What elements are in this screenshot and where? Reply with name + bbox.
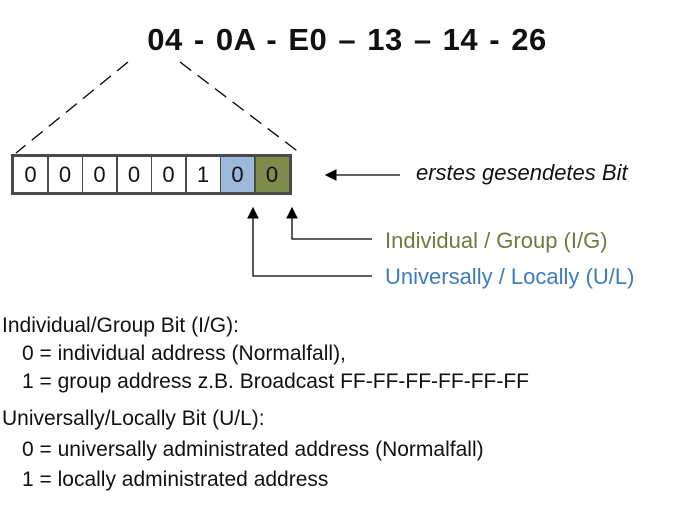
mac-address: 04 - 0A - E0 – 13 – 14 - 26	[147, 22, 547, 57]
ig-label: Individual / Group (I/G)	[385, 228, 608, 253]
ul-label: Universally / Locally (U/L)	[385, 264, 635, 289]
first-bit-label: erstes gesendetes Bit	[416, 160, 628, 185]
ig-legend-heading: Individual/Group Bit (I/G):	[2, 314, 239, 337]
bit-4: 0	[117, 157, 151, 192]
bit-field: 0 0 0 0 0 1 0 0	[11, 154, 292, 195]
bit-3: 0	[152, 157, 185, 192]
expansion-dashed-line-right	[179, 61, 301, 154]
ig-legend-line-0: 0 = individual address (Normalfall),	[22, 342, 346, 365]
ig-pointer-line	[286, 206, 372, 240]
ul-legend-line-1: 1 = locally administrated address	[22, 468, 329, 491]
ig-legend-line-1: 1 = group address z.B. Broadcast FF-FF-F…	[22, 370, 529, 393]
ul-pointer-line	[247, 206, 372, 277]
bit-5: 0	[83, 157, 116, 192]
bit-ig: 0	[255, 157, 289, 192]
expansion-dashed-line-left	[15, 61, 129, 154]
ul-legend-heading: Universally/Locally Bit (U/L):	[2, 407, 265, 430]
ul-legend-line-0: 0 = universally administrated address (N…	[22, 438, 484, 461]
bit-ul: 0	[221, 157, 254, 192]
bit-7: 0	[14, 157, 47, 192]
bit-2: 1	[186, 157, 220, 192]
bit-6: 0	[48, 157, 82, 192]
